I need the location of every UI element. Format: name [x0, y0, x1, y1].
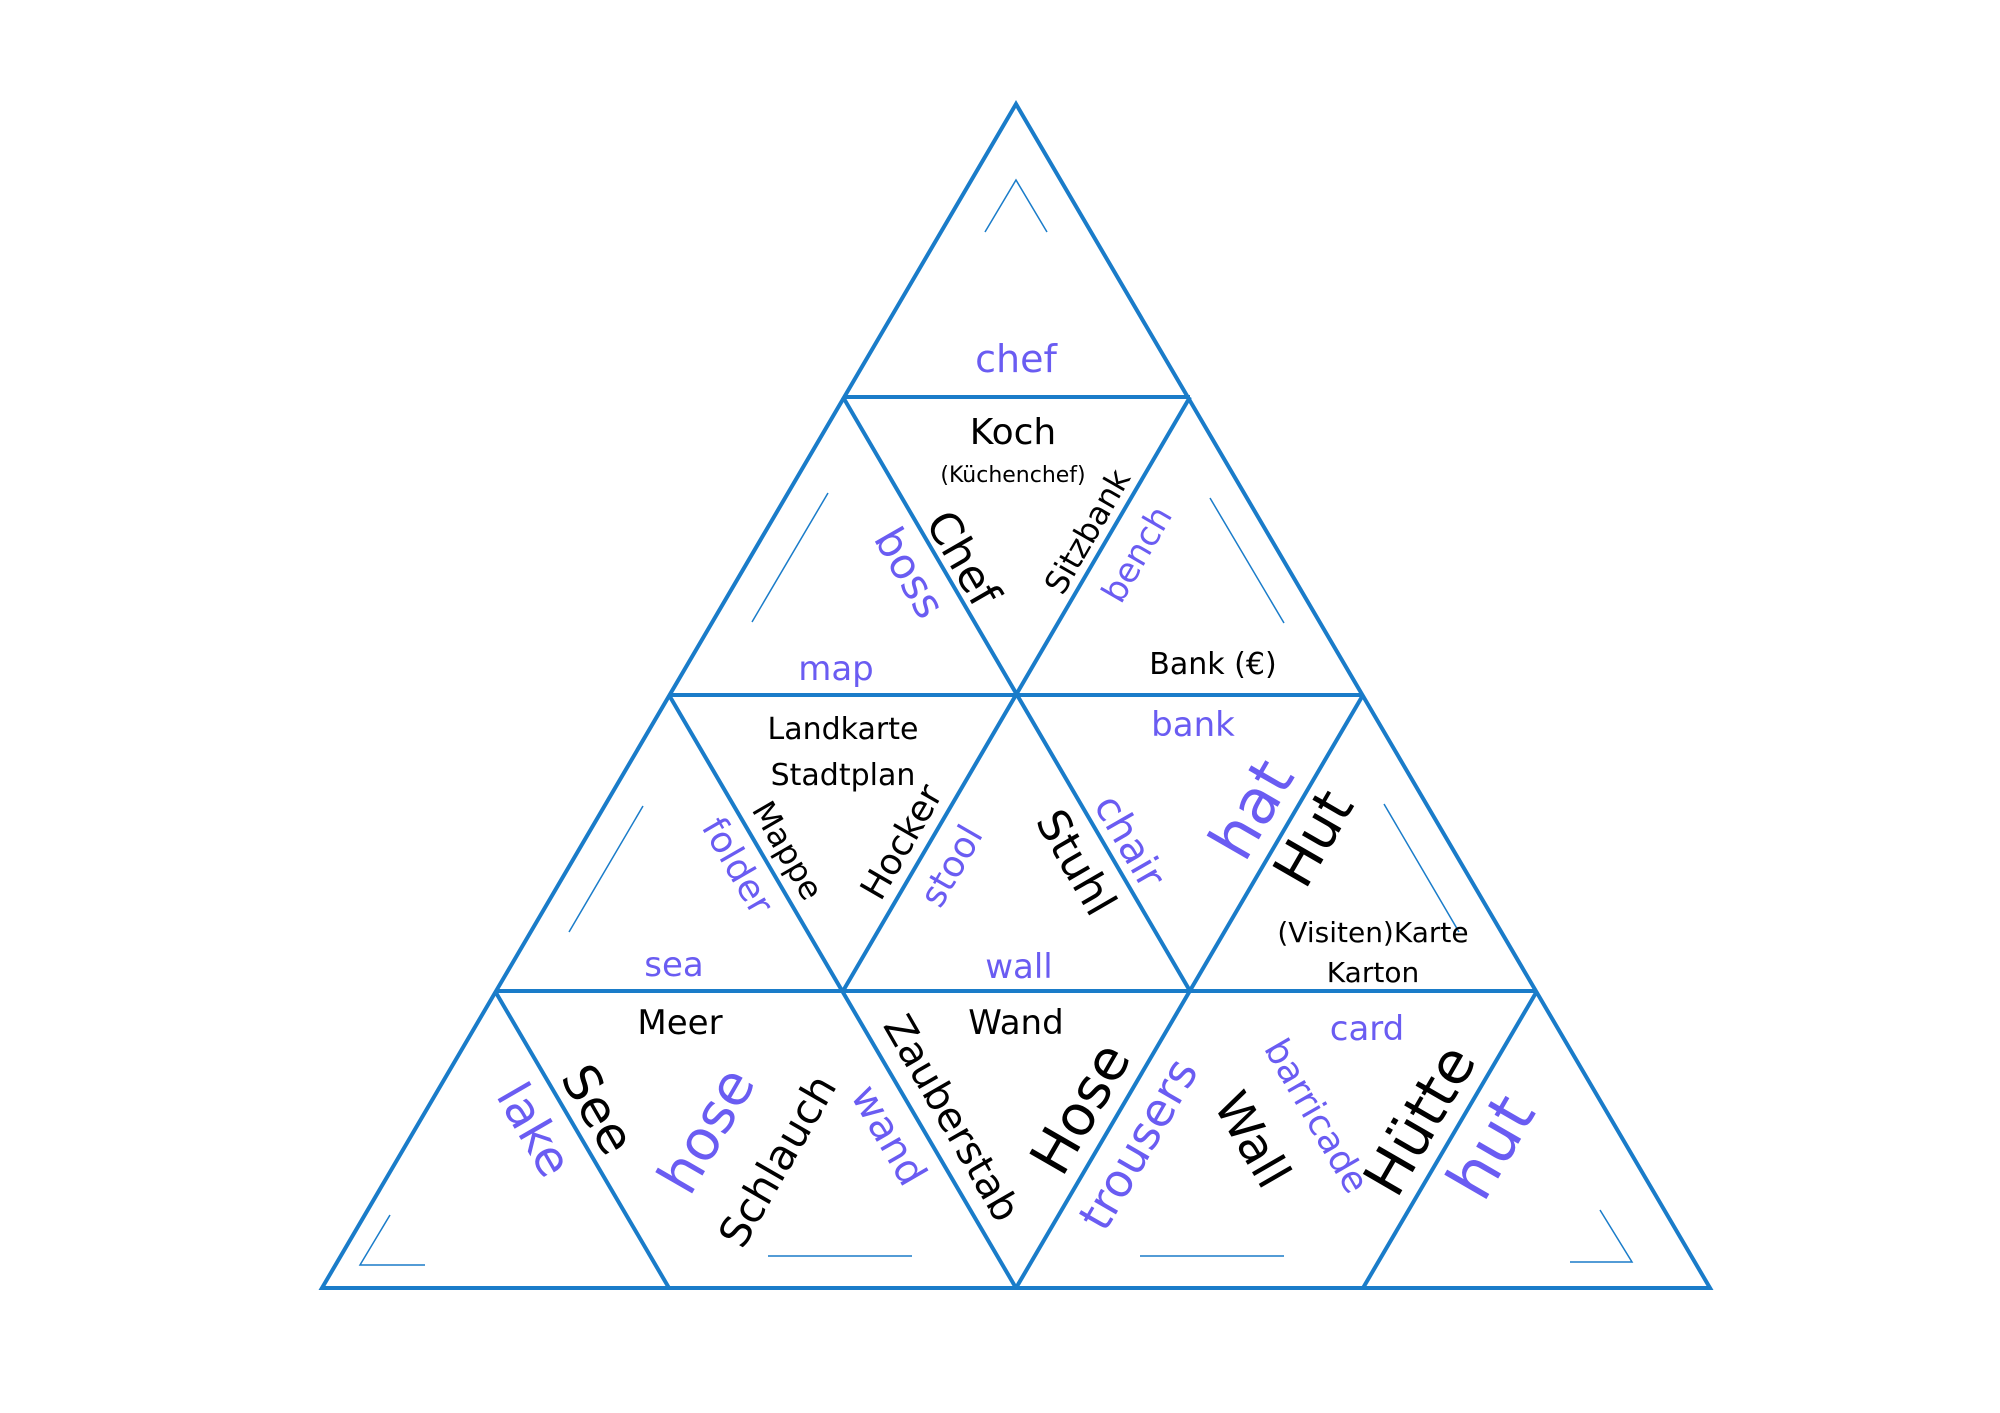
grid-line-antidiag-1 [841, 395, 1192, 993]
grid-line-antidiag-3 [1361, 989, 1539, 1290]
grid-line-diag-2 [667, 693, 1018, 1290]
triangle-grid [318, 100, 1714, 1290]
label-sea: sea [644, 945, 703, 985]
label-wand-de: Wand [968, 1003, 1063, 1043]
grid-line-diag-3 [493, 989, 671, 1290]
label-visitenkarte: (Visiten)Karte [1277, 916, 1468, 949]
label-wall-en: wall [985, 947, 1053, 987]
label-landkarte: Landkarte [768, 712, 919, 747]
label-koch: Koch [970, 412, 1056, 453]
label-bank-euro: Bank (€) [1149, 647, 1276, 682]
label-meer: Meer [637, 1003, 722, 1043]
label-chef: chef [975, 337, 1058, 381]
label-map: map [798, 649, 874, 689]
label-bank: bank [1151, 705, 1235, 745]
label-card: card [1330, 1009, 1405, 1049]
right-edge-mark-1 [1209, 497, 1285, 624]
bottom-right-corner-mark [1570, 1209, 1634, 1263]
grid-line-antidiag-2 [1014, 693, 1365, 1290]
label-kuechenchef: (Küchenchef) [940, 463, 1085, 488]
left-edge-mark-1 [751, 492, 829, 623]
top-corner-mark [984, 178, 1048, 233]
edge-marks [358, 178, 1634, 1266]
right-edge-mark-2 [1383, 803, 1460, 933]
label-stadtplan: Stadtplan [771, 758, 916, 793]
left-edge-mark-2 [568, 805, 644, 933]
labels: chef Koch (Küchenchef) Chef boss Sitzban… [485, 337, 1550, 1255]
label-karton: Karton [1327, 956, 1419, 989]
bottom-left-corner-mark [358, 1214, 425, 1266]
